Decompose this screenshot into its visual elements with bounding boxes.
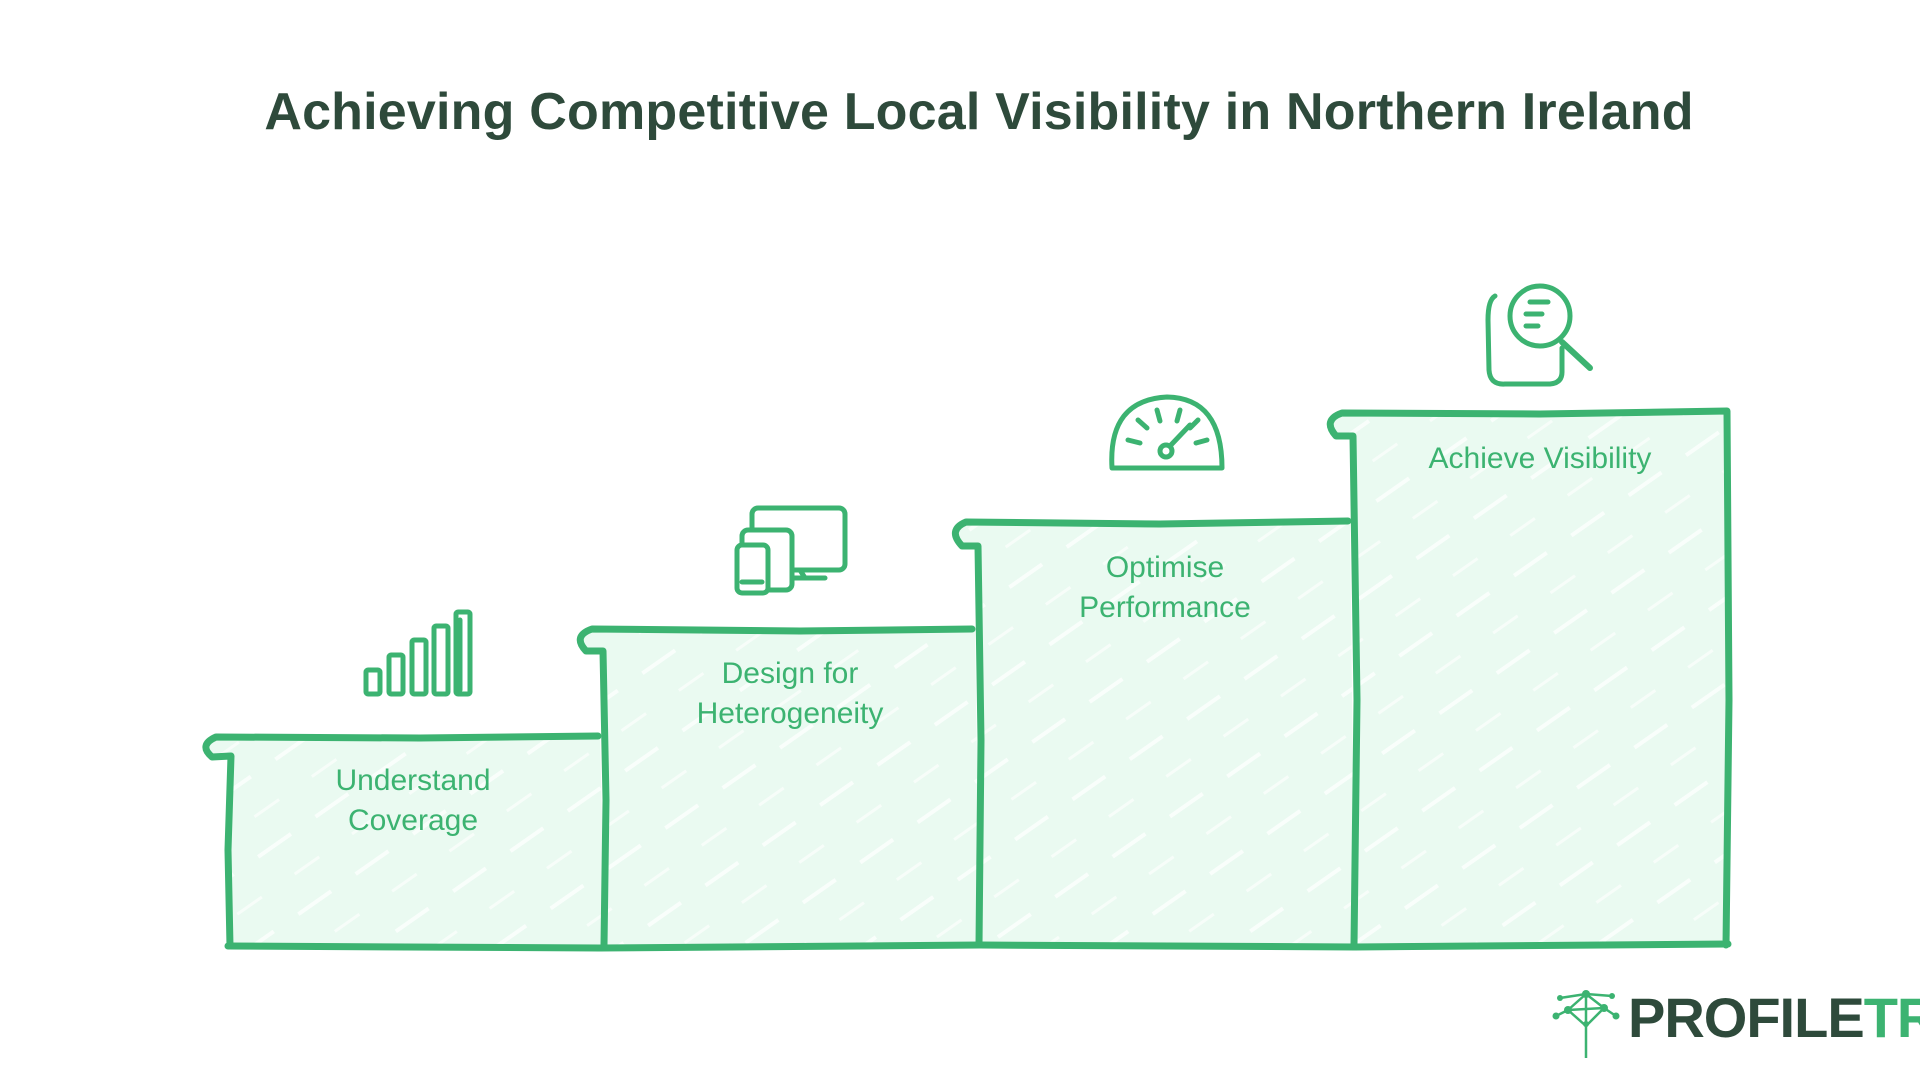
step-block-1 — [206, 737, 605, 945]
document-search-icon — [1485, 283, 1593, 387]
page-title: Achieving Competitive Local Visibility i… — [264, 83, 1694, 141]
speedometer-icon — [1109, 394, 1225, 471]
step-block-2 — [580, 630, 980, 945]
step-label-line: Performance — [1079, 591, 1251, 624]
staircase-outline — [202, 407, 1733, 952]
step-block-3 — [955, 522, 1355, 945]
step-block-4 — [1330, 413, 1730, 945]
step-label-line: Coverage — [348, 804, 478, 837]
devices-icon — [734, 505, 848, 596]
brand-name-part-b: TREE — [1863, 986, 1920, 1049]
step-label-line: Optimise — [1106, 551, 1224, 584]
step-label-line: Heterogeneity — [697, 697, 884, 730]
tree-network-icon — [1552, 990, 1620, 1058]
step-label-line: Achieve Visibility — [1429, 442, 1652, 475]
brand-name-part-a: PROFILE — [1628, 986, 1865, 1049]
step-label-line: Design for — [722, 657, 859, 690]
brand-logo: PROFILETREE — [1548, 980, 1920, 1060]
step-label-line: Understand — [335, 764, 490, 797]
brand-wordmark: PROFILETREE — [1628, 988, 1920, 1048]
signal-bars-icon — [363, 609, 473, 697]
step-label-4: Achieve Visibility — [1429, 442, 1652, 475]
